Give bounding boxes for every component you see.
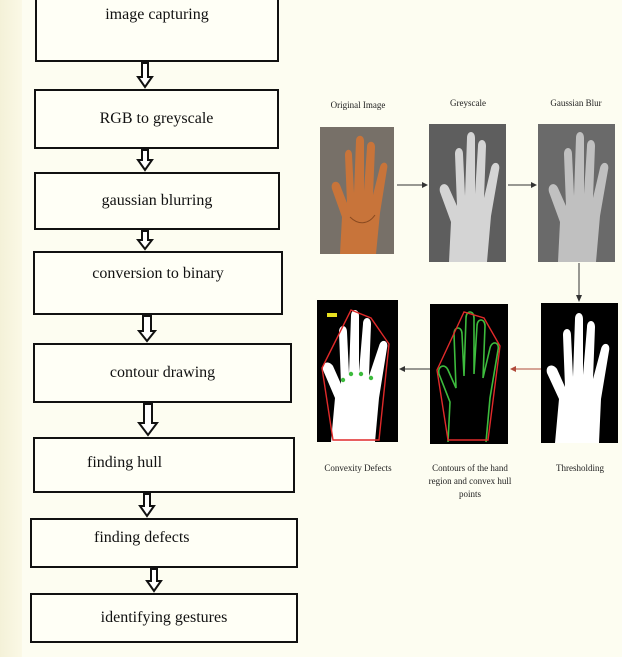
down-arrow-icon [137, 403, 159, 437]
caption-convexity-defects: Convexity Defects [316, 462, 400, 475]
arrow-right-icon [507, 180, 539, 190]
label-gaussian-blur: Gaussian Blur [536, 98, 616, 108]
down-arrow-icon [138, 493, 156, 518]
step-label: gaussian blurring [102, 192, 213, 210]
step-label: finding hull [87, 454, 162, 472]
step-label: identifying gestures [101, 609, 228, 627]
arrow-down-icon [574, 262, 584, 304]
arrow-left-icon [397, 364, 431, 374]
step-identifying-gestures: identifying gestures [30, 593, 298, 643]
step-label: image capturing [105, 6, 209, 24]
threshold-hand-image [541, 303, 618, 443]
arrow-right-icon [396, 180, 430, 190]
step-image-capturing: image capturing [35, 0, 279, 62]
greyscale-hand-image [429, 124, 506, 262]
step-finding-hull: finding hull [33, 437, 295, 493]
convexity-defects-image [317, 300, 398, 442]
arrow-left-icon [508, 364, 542, 374]
label-original-image: Original Image [318, 100, 398, 110]
step-label: finding defects [94, 529, 190, 547]
caption-thresholding: Thresholding [540, 462, 620, 475]
down-arrow-icon [136, 62, 154, 89]
step-gaussian-blurring: gaussian blurring [34, 172, 280, 230]
hand-icon [320, 127, 394, 254]
step-label: RGB to greyscale [100, 110, 214, 128]
step-conversion-to-binary: conversion to binary [33, 251, 283, 315]
step-rgb-to-greyscale: RGB to greyscale [34, 89, 279, 149]
contour-hull-image [430, 304, 508, 444]
down-arrow-icon [136, 230, 154, 251]
step-finding-defects: finding defects [30, 518, 298, 568]
caption-contours-hull: Contours of the hand region and convex h… [420, 462, 520, 501]
blurred-hand-image [538, 124, 615, 262]
down-arrow-icon [137, 315, 157, 343]
label-greyscale: Greyscale [428, 98, 508, 108]
original-hand-image [320, 127, 394, 254]
down-arrow-icon [145, 568, 163, 593]
down-arrow-icon [136, 149, 154, 172]
left-page-edge [0, 0, 22, 657]
step-label: conversion to binary [92, 265, 224, 283]
step-contour-drawing: contour drawing [33, 343, 292, 403]
step-label: contour drawing [110, 364, 215, 382]
